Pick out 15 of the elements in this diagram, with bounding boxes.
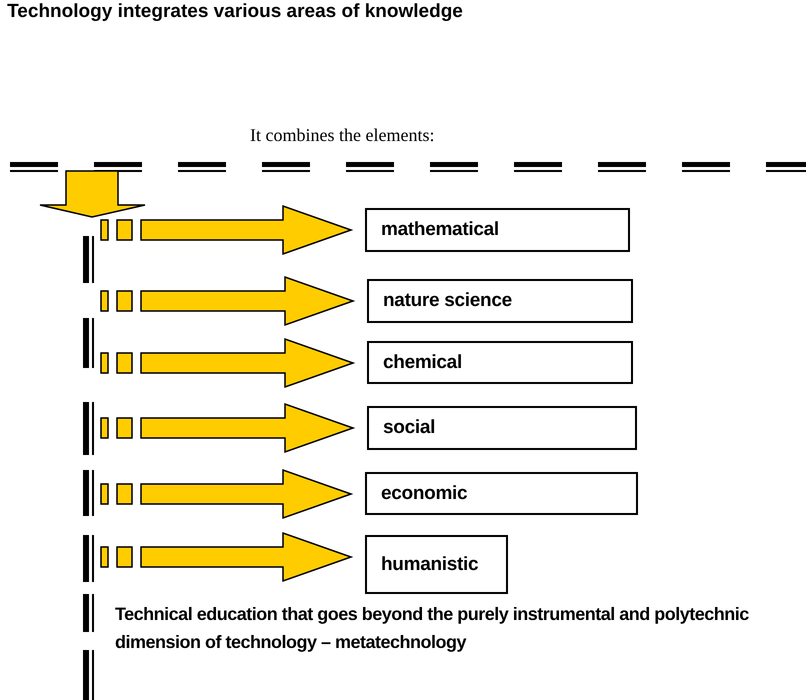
text-box: chemical bbox=[367, 341, 633, 384]
text-box: nature science bbox=[367, 279, 633, 323]
block-arrow bbox=[100, 204, 354, 256]
note-text: Technical education that goes beyond the purely instrumental and polytechnic dimension of technology – metatechnology bbox=[115, 603, 750, 654]
block-arrow bbox=[100, 468, 354, 520]
block-arrow bbox=[100, 402, 356, 454]
title: Technology integrates various areas of knowledge bbox=[6, 0, 464, 24]
block-arrow bbox=[100, 532, 354, 582]
subtitle: It combines the elements: bbox=[250, 125, 434, 146]
text-box: humanistic bbox=[365, 535, 508, 594]
block-arrow bbox=[100, 338, 356, 388]
block-arrow bbox=[100, 276, 356, 326]
text-box: mathematical bbox=[365, 208, 630, 252]
text-box: social bbox=[367, 406, 637, 450]
text-box: economic bbox=[365, 472, 638, 515]
